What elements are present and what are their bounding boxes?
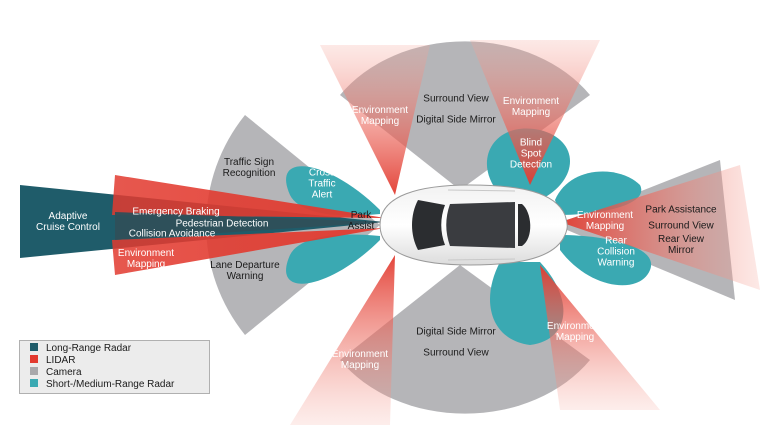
legend-item: Long-Range Radar	[30, 343, 131, 355]
legend: Long-Range Radar LIDAR Camera Short-/Med…	[19, 340, 210, 394]
lidar-cone-top-right	[470, 40, 600, 185]
lidar-cone-bottom-right	[540, 265, 660, 410]
radar-lobe-front-bottom	[286, 234, 380, 284]
legend-swatch	[30, 367, 38, 375]
lidar-cone-top-left	[320, 45, 430, 195]
label-digital-side-mirror-bottom: Digital Side Mirror	[416, 326, 496, 338]
legend-item: Short-/Medium-Range Radar	[30, 379, 174, 391]
label-park-assistance-rear: Park Assistance	[645, 204, 717, 216]
label-pedestrian-detection: Pedestrian Detection	[175, 218, 269, 230]
lidar-cone-rear	[560, 165, 760, 290]
label-surround-view-bottom: Surround View	[423, 347, 489, 359]
pedestrian-beam	[115, 212, 385, 240]
label-emergency-braking: Emergency Braking	[132, 206, 220, 218]
label-collision-avoidance: Collision Avoidance	[128, 228, 216, 240]
legend-swatch	[30, 355, 38, 363]
lidar-cone-bottom-left	[290, 255, 395, 425]
legend-swatch	[30, 343, 38, 351]
car-top-view	[379, 184, 568, 266]
legend-item: LIDAR	[30, 355, 75, 367]
legend-item: Camera	[30, 367, 82, 379]
radar-lobe-rear-bottom	[560, 235, 652, 286]
radar-lobe-front-top	[286, 166, 380, 216]
legend-label: Long-Range Radar	[46, 343, 132, 354]
legend-label: Camera	[46, 367, 82, 378]
label-digital-side-mirror-top: Digital Side Mirror	[416, 114, 496, 126]
label-surround-view-top: Surround View	[423, 93, 489, 105]
label-surround-view-rear: Surround View	[648, 220, 714, 232]
lidar-beam-front-top	[112, 175, 385, 218]
legend-swatch	[30, 379, 38, 387]
lidar-beam-front-bottom	[112, 228, 385, 275]
legend-label: Short-/Medium-Range Radar	[46, 379, 175, 390]
legend-label: LIDAR	[46, 355, 76, 366]
camera-zone-bottom	[340, 265, 590, 414]
